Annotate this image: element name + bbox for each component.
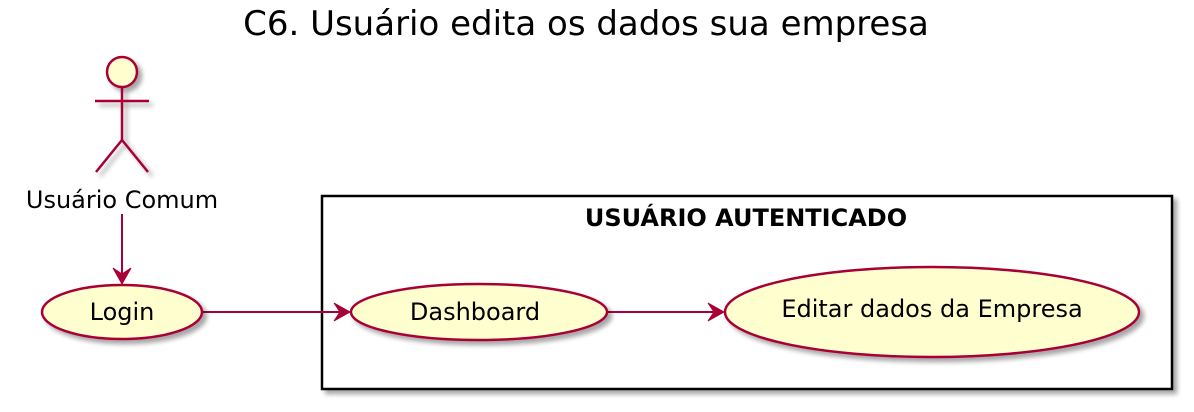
actor-label: Usuário Comum bbox=[26, 186, 218, 214]
use-case-editar-dados-empresa[interactable]: Editar dados da Empresa bbox=[723, 265, 1141, 359]
diagram-title: C6. Usuário edita os dados sua empresa bbox=[243, 4, 929, 44]
actor-icon bbox=[95, 55, 149, 173]
connector-dashboard-editar bbox=[608, 302, 726, 322]
connector-login-dashboard bbox=[203, 302, 352, 322]
arrowhead-icon bbox=[333, 302, 352, 322]
actor-right-leg bbox=[121, 139, 149, 173]
connector-actor-login bbox=[112, 214, 132, 286]
use-case-login-label: Login bbox=[90, 298, 155, 326]
use-case-login[interactable]: Login bbox=[40, 283, 204, 341]
arrowhead-icon bbox=[707, 302, 726, 322]
actor-head bbox=[105, 55, 139, 89]
use-case-dashboard-label: Dashboard bbox=[410, 298, 540, 326]
actor-left-leg bbox=[95, 139, 123, 173]
use-case-dashboard[interactable]: Dashboard bbox=[349, 282, 609, 342]
arrowhead-icon bbox=[112, 267, 132, 286]
system-boundary-title: USUÁRIO AUTENTICADO bbox=[585, 203, 907, 232]
use-case-editar-dados-empresa-label: Editar dados da Empresa bbox=[781, 295, 1082, 323]
